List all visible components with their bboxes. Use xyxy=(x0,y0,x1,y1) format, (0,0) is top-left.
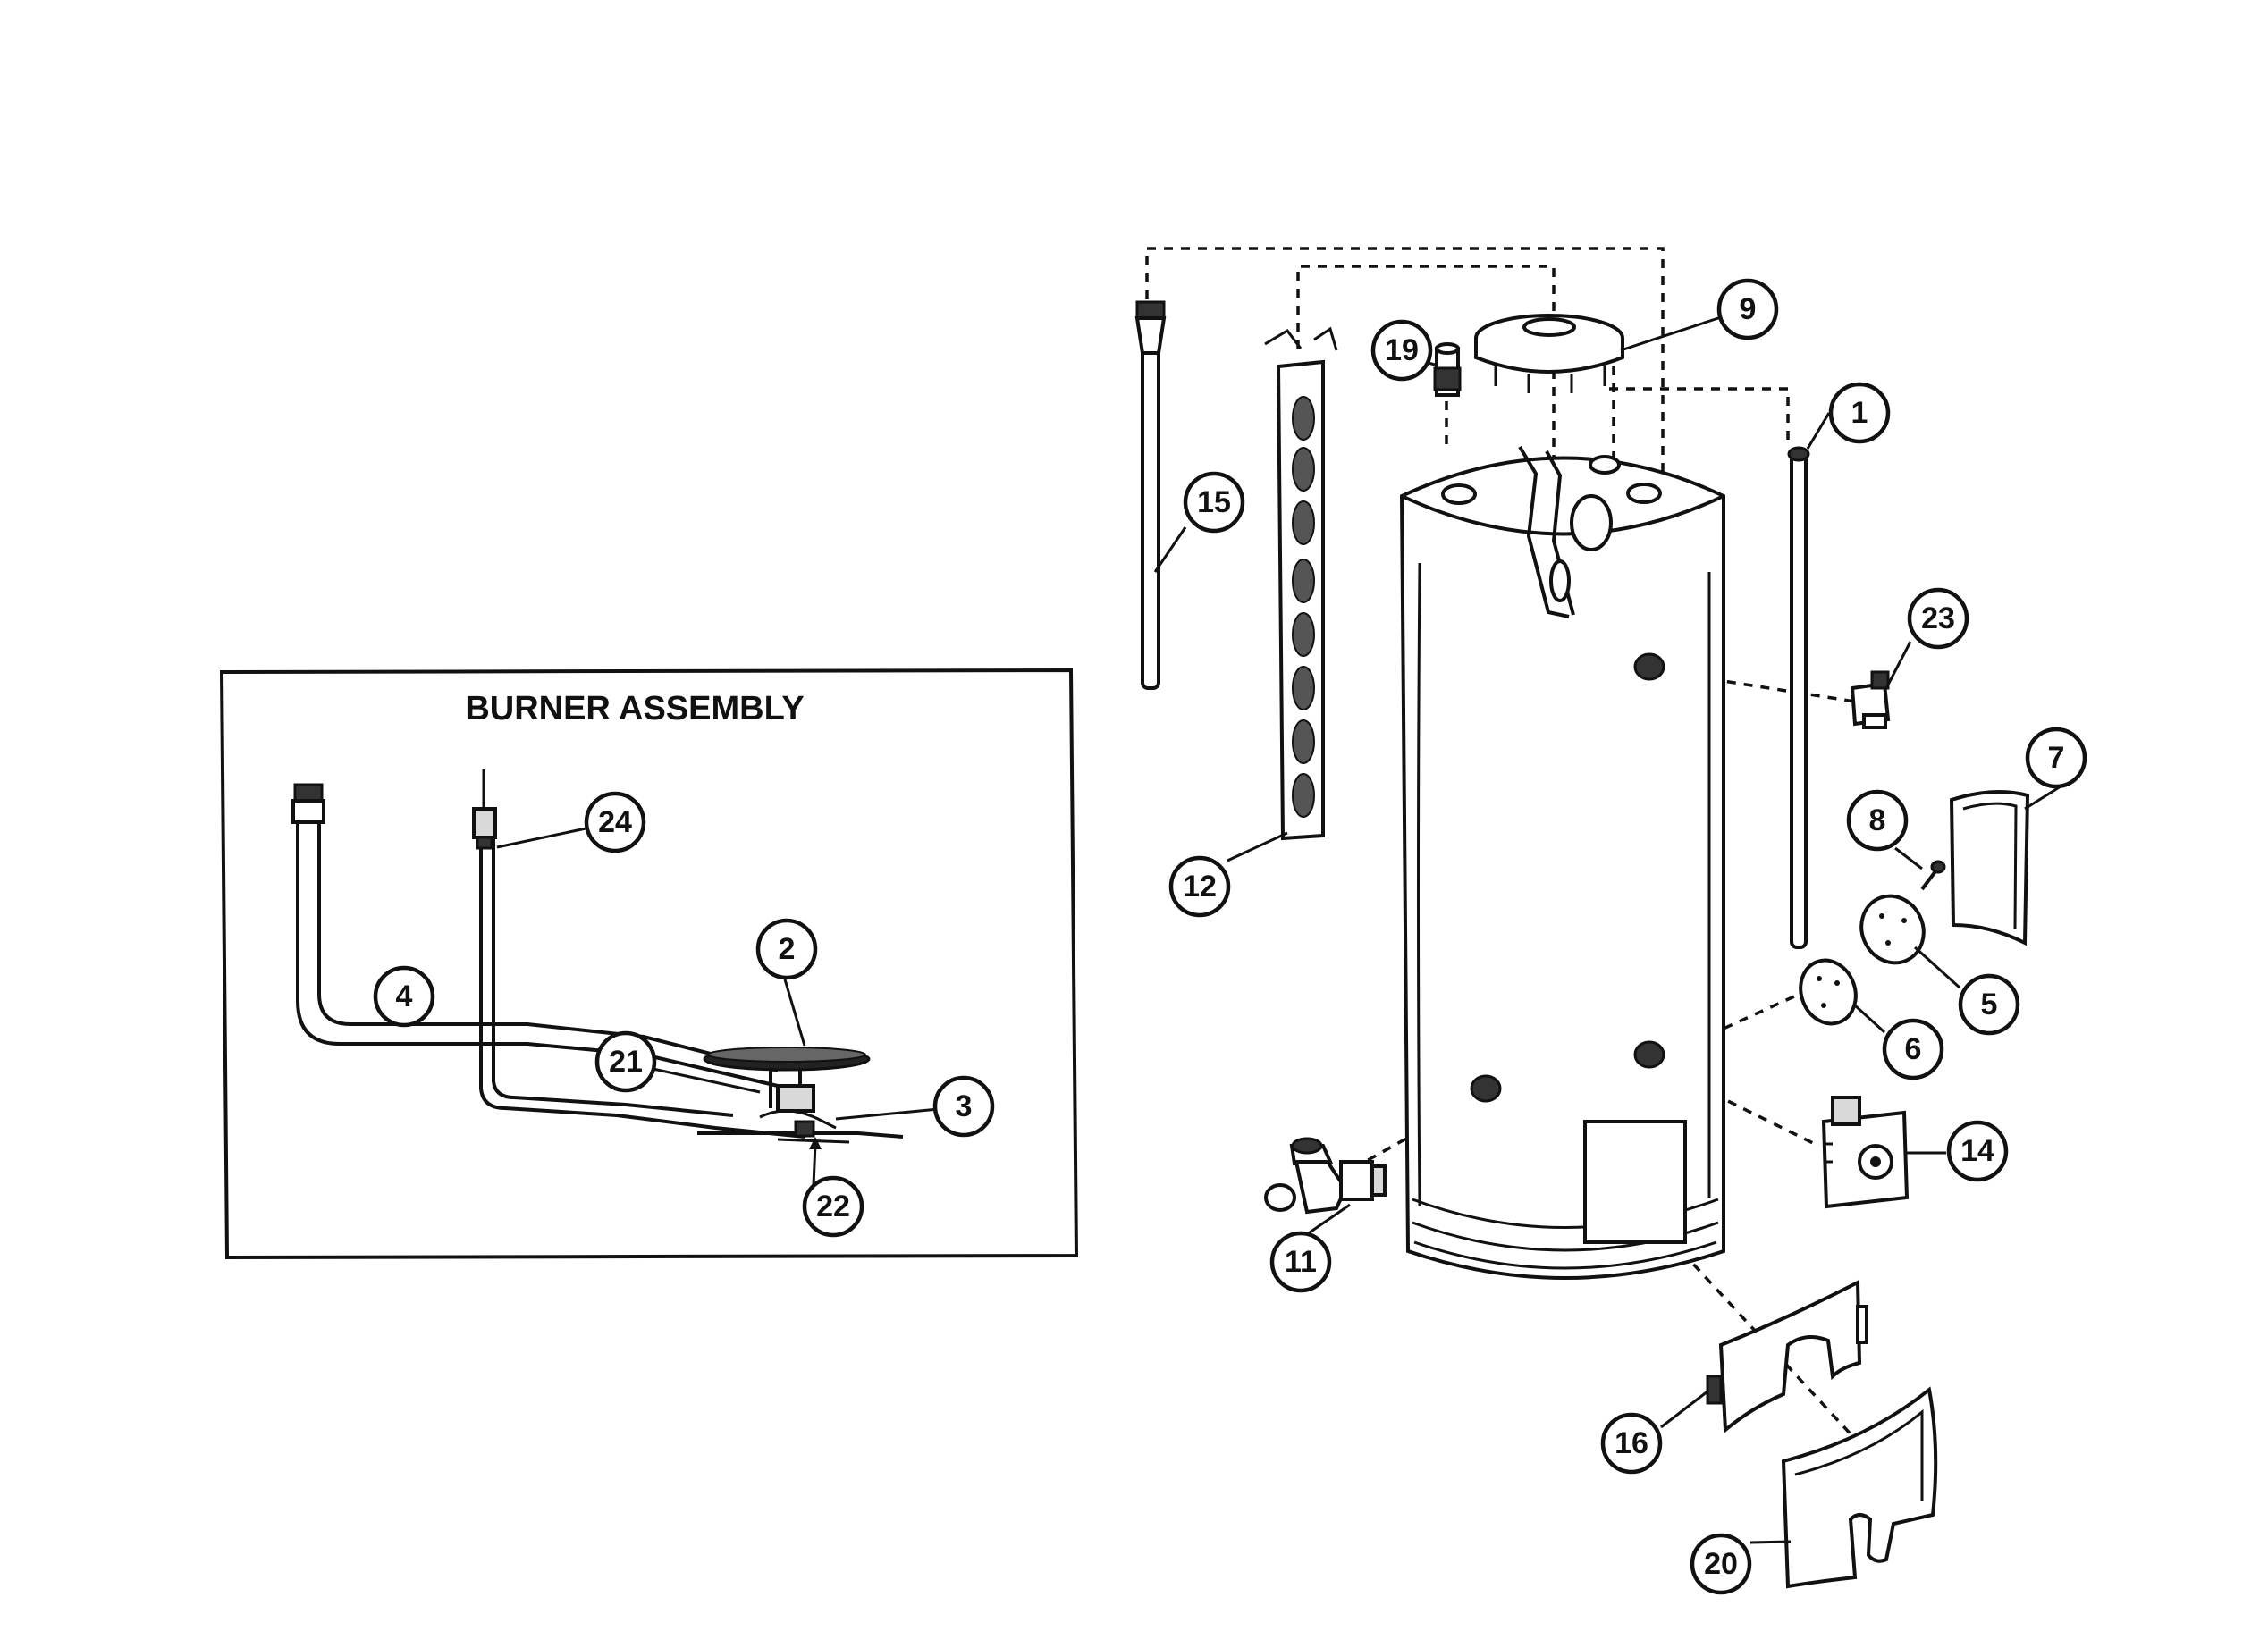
callout-14: 14 xyxy=(1946,1120,2009,1182)
gas-control-valve xyxy=(1821,1096,1910,1209)
svg-text:22: 22 xyxy=(816,1190,850,1223)
callout-15: 15 xyxy=(1183,471,1245,534)
screw xyxy=(1920,860,1946,891)
svg-text:19: 19 xyxy=(1385,333,1419,367)
svg-text:9: 9 xyxy=(1740,292,1757,326)
callout-24: 24 xyxy=(584,791,646,853)
callout-5: 5 xyxy=(1958,973,2020,1036)
inner-door-6 xyxy=(1799,958,1858,1026)
svg-text:15: 15 xyxy=(1197,485,1231,519)
burner-body xyxy=(697,1070,904,1144)
svg-text:12: 12 xyxy=(1183,870,1217,904)
svg-text:21: 21 xyxy=(609,1045,643,1079)
anode-rod xyxy=(1134,300,1167,690)
inner-door-5 xyxy=(1859,894,1926,965)
svg-text:8: 8 xyxy=(1869,803,1886,837)
nipple xyxy=(1433,342,1462,397)
callout-4: 4 xyxy=(373,965,435,1028)
callout-6: 6 xyxy=(1882,1018,1944,1080)
svg-text:23: 23 xyxy=(1921,601,1955,635)
callout-1: 1 xyxy=(1828,382,1891,444)
water-heater-tank xyxy=(1399,455,1725,1280)
svg-text:7: 7 xyxy=(2048,741,2065,775)
pilot-tube xyxy=(472,769,805,1139)
callout-20: 20 xyxy=(1690,1533,1752,1595)
outer-access-panel xyxy=(1781,1386,1938,1589)
svg-text:4: 4 xyxy=(396,979,413,1013)
inner-access-panel xyxy=(1706,1279,1868,1434)
callout-9: 9 xyxy=(1716,278,1779,340)
svg-text:5: 5 xyxy=(1981,988,1998,1021)
dip-tube xyxy=(1787,446,1810,949)
callout-11: 11 xyxy=(1269,1231,1332,1293)
flue-baffle xyxy=(1264,326,1338,841)
tp-valve xyxy=(1850,670,1891,729)
svg-text:20: 20 xyxy=(1704,1547,1738,1581)
manifold-tube xyxy=(291,783,779,1088)
drain-valve xyxy=(1264,1137,1387,1215)
callout-16: 16 xyxy=(1600,1412,1663,1475)
svg-text:2: 2 xyxy=(779,932,796,966)
callout-7: 7 xyxy=(2025,727,2087,789)
callout-8: 8 xyxy=(1846,789,1909,852)
callout-2: 2 xyxy=(755,918,818,980)
callout-22: 22 xyxy=(802,1175,864,1238)
outer-door xyxy=(1949,790,2030,946)
burner-assembly-title: BURNER ASSEMBLY xyxy=(465,690,804,727)
svg-text:16: 16 xyxy=(1615,1426,1648,1460)
draft-hood xyxy=(1474,314,1624,393)
burner-assembly-inset: BURNER ASSEMBLY xyxy=(219,668,1079,1260)
svg-text:3: 3 xyxy=(956,1089,973,1123)
svg-text:1: 1 xyxy=(1851,396,1868,430)
svg-text:14: 14 xyxy=(1960,1134,1994,1168)
svg-text:24: 24 xyxy=(598,805,632,839)
svg-text:6: 6 xyxy=(1905,1032,1922,1066)
burner-plate xyxy=(703,1047,871,1072)
callout-12: 12 xyxy=(1168,855,1231,918)
callout-19: 19 xyxy=(1370,319,1433,382)
callout-3: 3 xyxy=(932,1075,995,1138)
callout-23: 23 xyxy=(1907,587,1969,650)
callout-21: 21 xyxy=(594,1030,657,1093)
burner-assembly-frame xyxy=(219,668,1079,1260)
baffle-in-tank xyxy=(1518,445,1575,618)
baffle-fins xyxy=(1292,396,1315,818)
svg-text:11: 11 xyxy=(1285,1245,1317,1279)
